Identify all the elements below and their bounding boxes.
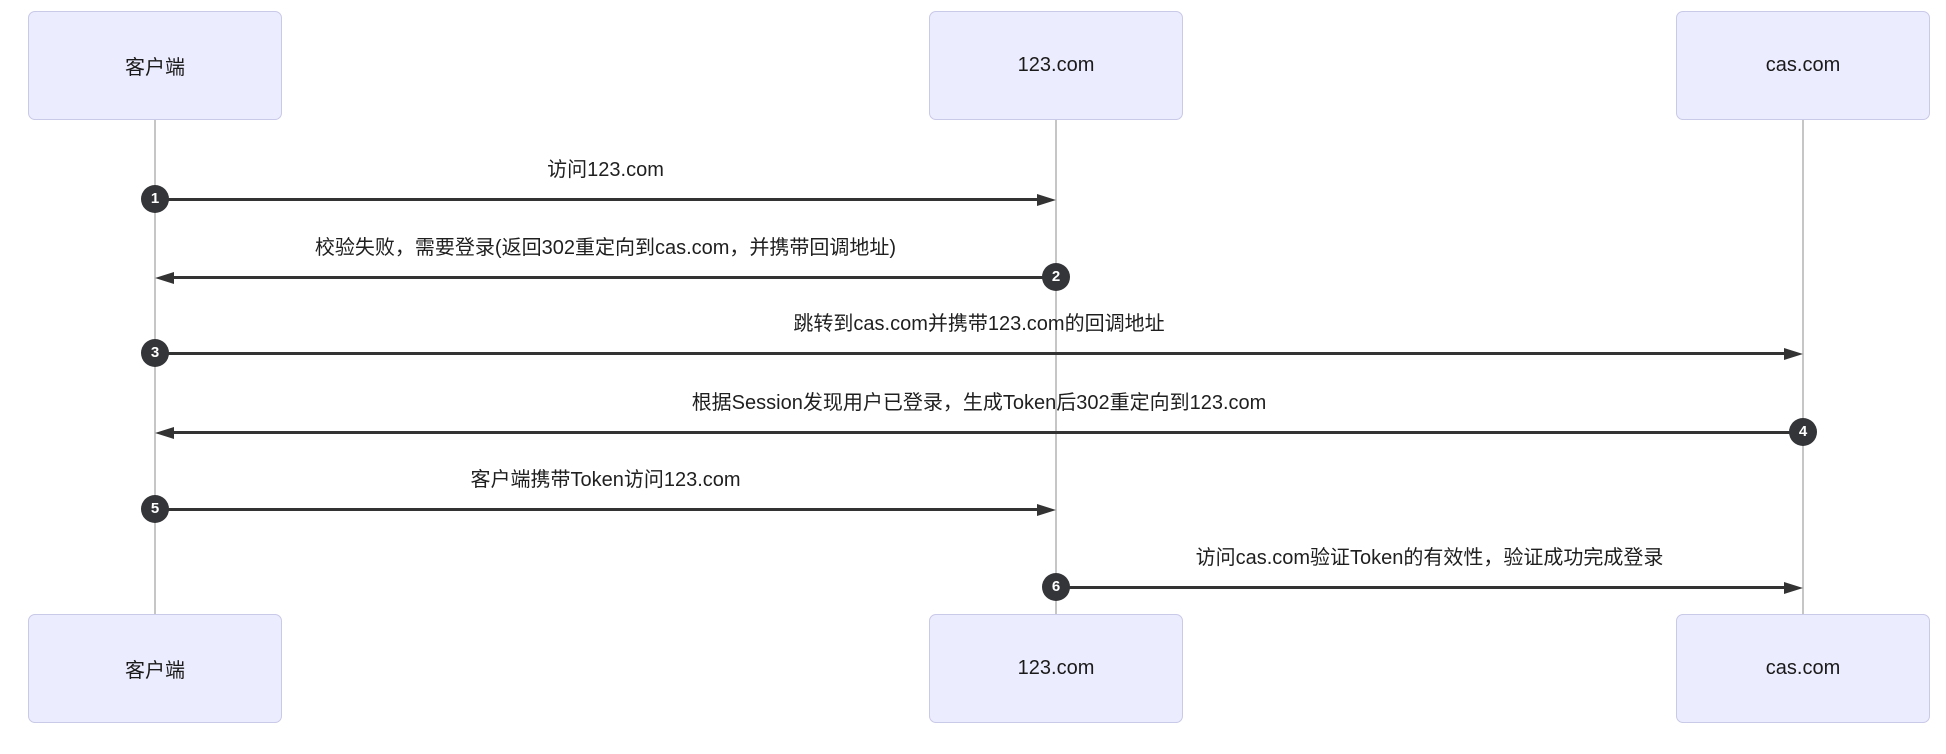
message-6-arrowhead-icon [1784,582,1803,594]
message-4-arrowhead-icon [155,427,174,439]
message-1-line [155,198,1038,201]
message-6-label: 访问cas.com验证Token的有效性，验证成功完成登录 [1195,547,1664,569]
message-4-label: 根据Session发现用户已登录，生成Token后302重定向到123.com [691,392,1267,414]
message-5-label: 客户端携带Token访问123.com [470,469,741,491]
message-5-line [155,508,1038,511]
actor-123com-label-bottom: 123.com [1017,657,1095,679]
actor-client-label-bottom: 客户端 [125,660,185,682]
message-3-line [155,352,1785,355]
message-1-arrowhead-icon [1037,194,1056,206]
actor-client-bottom: 客户端 [28,614,282,723]
actor-123com-top: 123.com [929,11,1183,120]
message-3-label: 跳转到cas.com并携带123.com的回调地址 [793,313,1165,335]
lifeline-client [154,120,156,614]
lifeline-123com [1055,120,1057,614]
message-1-number-badge: 1 [141,185,169,213]
actor-123com-bottom: 123.com [929,614,1183,723]
actor-cascom-label-bottom: cas.com [1765,657,1841,679]
lifeline-cascom [1802,120,1804,614]
actor-cascom-label: cas.com [1765,54,1841,76]
message-5-number-badge: 5 [141,495,169,523]
message-2-label: 校验失败，需要登录(返回302重定向到cas.com，并携带回调地址) [314,237,897,259]
message-3-arrowhead-icon [1784,348,1803,360]
actor-cascom-top: cas.com [1676,11,1930,120]
message-4-number-badge: 4 [1789,418,1817,446]
actor-123com-label: 123.com [1017,54,1095,76]
message-3-number-badge: 3 [141,339,169,367]
message-5-arrowhead-icon [1037,504,1056,516]
message-6-number-badge: 6 [1042,573,1070,601]
message-6-line [1056,586,1785,589]
message-2-line [173,276,1056,279]
message-2-arrowhead-icon [155,272,174,284]
actor-client-top: 客户端 [28,11,282,120]
actor-client-label: 客户端 [125,57,185,79]
message-4-line [173,431,1803,434]
actor-cascom-bottom: cas.com [1676,614,1930,723]
message-1-label: 访问123.com [547,159,664,181]
message-2-number-badge: 2 [1042,263,1070,291]
